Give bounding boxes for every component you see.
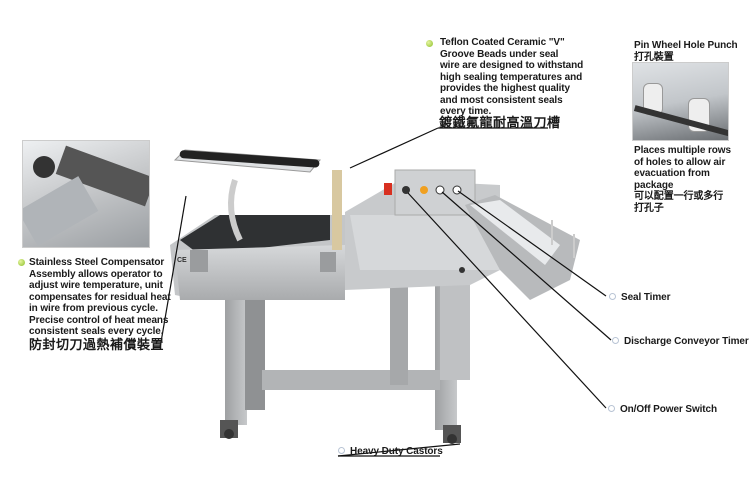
- bullet-icon: [609, 293, 616, 300]
- text-line: consistent seals every cycle.: [29, 326, 164, 337]
- compensator-chinese-label: 防封切刀過熱補償裝置: [29, 338, 165, 353]
- teflon-callout-text: Teflon Coated Ceramic "V" Groove Beads u…: [440, 37, 583, 118]
- text-line: Stainless Steel Compensator: [29, 257, 165, 268]
- seal-timer-label: Seal Timer: [621, 292, 671, 303]
- compensator-photo: [22, 140, 150, 248]
- text-line: high sealing temperatures and: [440, 71, 583, 83]
- text-line: package: [634, 179, 674, 191]
- text-line: Places multiple rows: [634, 145, 731, 156]
- bullet-icon: [608, 405, 615, 412]
- power-switch-label: On/Off Power Switch: [620, 404, 717, 415]
- text-line: and most consistent seals: [440, 94, 563, 106]
- text-line: 打孔子: [634, 202, 664, 214]
- text-line: wire are designed to withstand: [440, 60, 584, 71]
- machine-table: [170, 169, 580, 300]
- compensator-callout-text: Stainless Steel Compensator Assembly all…: [29, 257, 171, 338]
- bullet-icon: [338, 447, 345, 454]
- text-line: adjust wire temperature, unit: [29, 280, 163, 291]
- text-line: in wire from previous cycle.: [29, 303, 158, 314]
- text-line: evacuation from: [634, 168, 710, 179]
- leader-lines: [159, 127, 612, 457]
- text-line: every time.: [440, 106, 492, 117]
- text-line: 打孔裝置: [634, 51, 674, 63]
- discharge-conveyor-timer-label: Discharge Conveyor Timer: [624, 336, 749, 347]
- castors-label: Heavy Duty Castors: [350, 446, 443, 457]
- pin-wheel-title: Pin Wheel Hole Punch 打孔裝置: [634, 40, 738, 63]
- text-line: provides the highest quality: [440, 83, 570, 94]
- teflon-chinese-label: 鍍鐵氟龍耐高溫刀槽: [439, 116, 561, 131]
- bullet-icon: [426, 40, 433, 47]
- bullet-icon: [612, 337, 619, 344]
- text-line: Precise control of heat means: [29, 314, 169, 326]
- pin-wheel-photo: [632, 62, 729, 141]
- text-line: compensates for residual heat: [29, 291, 171, 303]
- machine-legs: [220, 260, 470, 444]
- text-line: Groove Beads under seal: [440, 48, 559, 60]
- text-line: Pin Wheel Hole Punch: [634, 40, 738, 51]
- pin-wheel-text: Places multiple rows of holes to allow a…: [634, 145, 731, 214]
- bullet-icon: [18, 259, 25, 266]
- text-line: of holes to allow air: [634, 156, 726, 168]
- text-line: 可以配置一行或多行: [634, 191, 724, 202]
- ce-mark: CE: [177, 257, 187, 264]
- text-line: Teflon Coated Ceramic "V": [440, 37, 565, 48]
- sealing-arm: [173, 149, 342, 272]
- text-line: Assembly allows operator to: [29, 268, 163, 280]
